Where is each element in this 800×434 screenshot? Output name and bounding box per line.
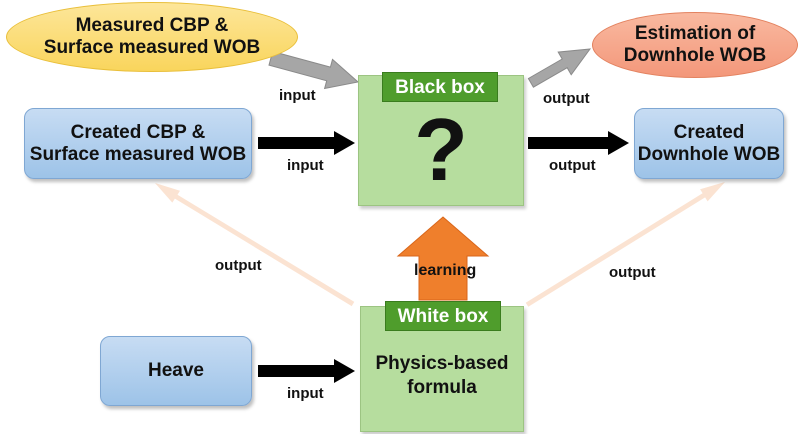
white-box-title: White box xyxy=(385,301,501,331)
label-output-created: output xyxy=(549,157,596,174)
heave-label: Heave xyxy=(148,360,204,381)
label-output-left-diagonal: output xyxy=(215,257,262,274)
black-box-title: Black box xyxy=(382,72,498,102)
arrow-blackbox-to-created-output xyxy=(528,131,629,155)
arrow-heave-to-whitebox xyxy=(258,359,355,383)
label-input-measured: input xyxy=(279,87,316,104)
arrow-created-to-blackbox xyxy=(258,131,355,155)
created-cbp-wob-box: Created CBP & Surface measured WOB xyxy=(24,108,252,179)
created-downhole-line1: Created xyxy=(673,121,745,143)
estimation-line1: Estimation of xyxy=(634,23,756,44)
question-mark-icon: ? xyxy=(414,100,468,199)
label-output-right-diagonal: output xyxy=(609,264,656,281)
measured-cbp-wob-ellipse: Measured CBP & Surface measured WOB xyxy=(6,2,298,72)
arrow-measured-to-blackbox xyxy=(268,50,360,90)
measured-cbp-line1: Measured CBP & xyxy=(75,15,229,36)
created-cbp-line1: Created CBP & xyxy=(70,121,206,143)
label-input-created: input xyxy=(287,157,324,174)
arrow-whitebox-to-blackbox-learning xyxy=(396,216,490,301)
estimation-line2: Downhole WOB xyxy=(623,45,767,66)
created-cbp-line2: Surface measured WOB xyxy=(29,143,247,165)
measured-cbp-line2: Surface measured WOB xyxy=(43,37,261,58)
arrow-whitebox-to-created-output xyxy=(525,182,725,307)
label-output-estimation: output xyxy=(543,90,590,107)
created-downhole-line2: Downhole WOB xyxy=(637,143,781,165)
label-learning: learning xyxy=(414,262,477,279)
white-box-line2: formula xyxy=(407,377,477,398)
white-box-line1: Physics-based xyxy=(375,353,509,374)
estimation-downhole-wob-ellipse: Estimation of Downhole WOB xyxy=(592,12,798,78)
heave-box: Heave xyxy=(100,336,252,406)
created-downhole-wob-box: Created Downhole WOB xyxy=(634,108,784,179)
arrow-blackbox-to-estimation xyxy=(527,48,592,88)
arrow-whitebox-to-created-inputs xyxy=(155,183,355,307)
label-input-heave: input xyxy=(287,385,324,402)
